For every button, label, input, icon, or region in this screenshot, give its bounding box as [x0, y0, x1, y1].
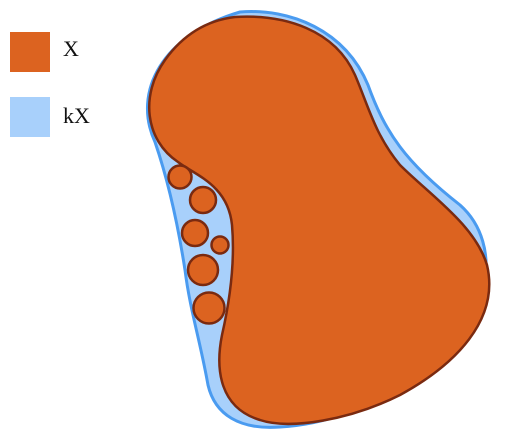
legend-label-kx: kX [63, 103, 90, 128]
legend-item-x: X [10, 32, 130, 72]
legend-swatch-x [10, 32, 50, 72]
x-small-circle-6 [192, 291, 226, 325]
legend-item-kx: kX [10, 97, 130, 137]
x-small-circle-4 [210, 235, 230, 255]
x-small-circle-2 [188, 185, 218, 215]
x-small-circle-5 [186, 253, 220, 287]
x-small-circle-3 [180, 218, 210, 248]
x-small-circle-1 [167, 164, 193, 190]
legend-swatch-kx [10, 97, 50, 137]
x-region [147, 15, 491, 426]
legend-label-x: X [63, 36, 79, 61]
